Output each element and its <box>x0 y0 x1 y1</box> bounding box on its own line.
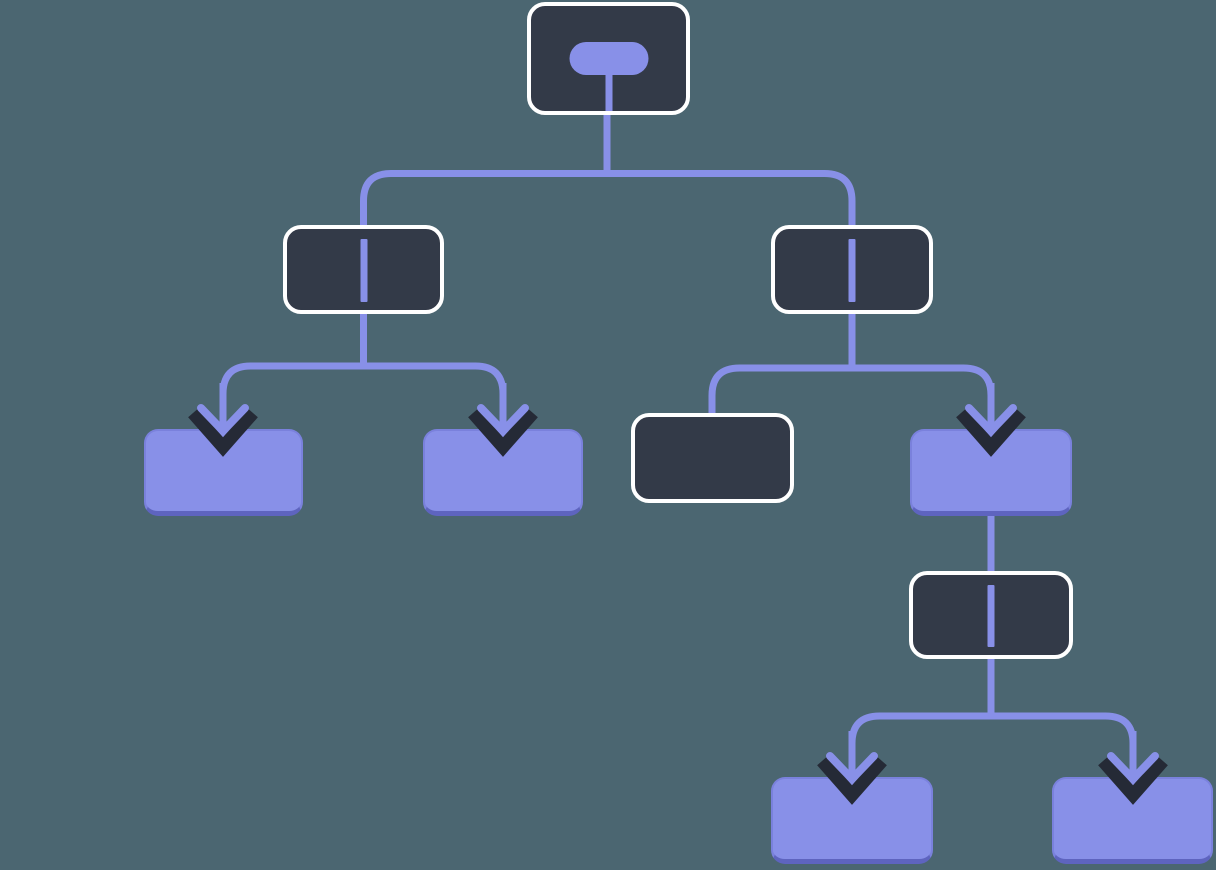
leaf-node-2[interactable] <box>423 429 583 516</box>
pass-through-line-icon <box>360 239 367 302</box>
pill-shape <box>569 42 648 75</box>
arrow-head-chevron <box>477 404 529 437</box>
pass-through-line-icon <box>987 585 995 647</box>
plain-dark-node[interactable] <box>631 413 794 503</box>
branch-node-right[interactable] <box>771 225 933 314</box>
branch-node-bottom[interactable] <box>909 571 1073 659</box>
pill-stem <box>605 75 612 111</box>
root-pill-icon <box>569 42 648 111</box>
arrow-head-chevron <box>826 752 878 785</box>
branch-node-left[interactable] <box>283 225 444 314</box>
leaf-node-3[interactable] <box>910 429 1072 516</box>
arrow-head-chevron <box>965 404 1017 437</box>
pass-through-line-icon <box>848 239 856 302</box>
leaf-node-4[interactable] <box>771 777 933 864</box>
arrow-head-chevron <box>197 404 249 437</box>
connector-top-junction <box>360 170 856 228</box>
connector-bottom-junction <box>848 712 1137 779</box>
connector-left-junction <box>219 362 507 430</box>
leaf-node-5[interactable] <box>1052 777 1213 864</box>
arrow-head-chevron <box>1107 752 1159 785</box>
root-node[interactable] <box>527 2 690 115</box>
leaf-node-1[interactable] <box>144 429 303 516</box>
